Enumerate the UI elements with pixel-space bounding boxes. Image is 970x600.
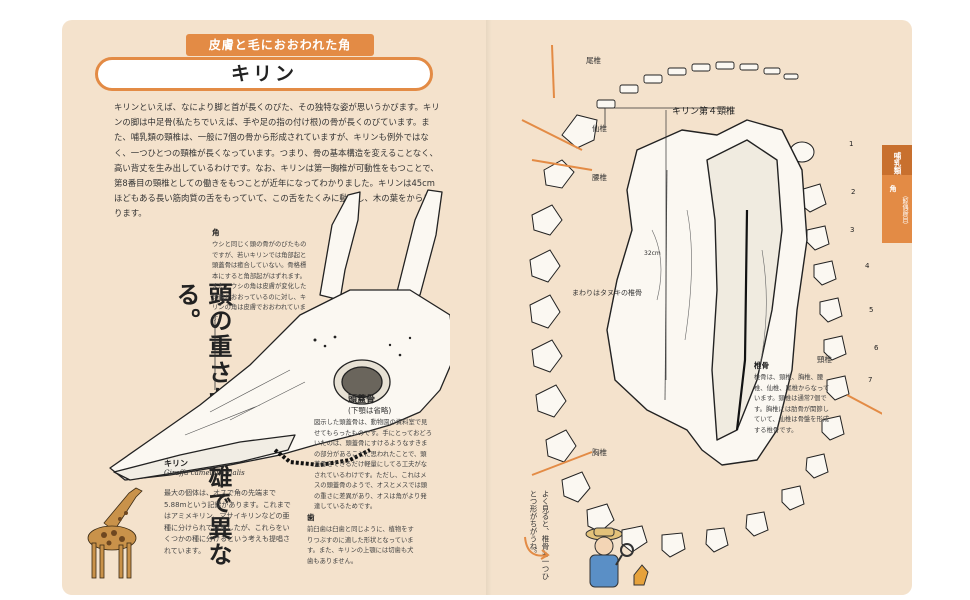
giraffe-illustration [87, 487, 143, 579]
vertebra-title-bracket [604, 107, 735, 128]
page-title: キリン [95, 57, 433, 91]
book-spread: 皮膚と毛におおわれた角 キリン キリンといえば、なにより脚と首が長くのびた、その… [62, 20, 912, 595]
latin-name: Giraffa camelopardalis [164, 469, 245, 477]
curved-arrow-icon [524, 536, 550, 560]
explorer-character-illustration [585, 527, 649, 588]
teeth-note-title: 歯 [307, 513, 315, 522]
seq-number: 4 [865, 262, 870, 270]
animal-label-group: キリン Giraffa camelopardalis [164, 458, 284, 477]
label-tail-vertebrae: 尾椎 [586, 56, 601, 65]
skull-note-text: 図示した頭蓋骨は、動物園の資料室で見せてもらったものです。手にとっておどろいたの… [314, 419, 433, 510]
speech-text: よく見ると、椎骨も一つひとつ形がちがうね。 [529, 490, 550, 580]
dimension-line [665, 110, 667, 380]
giraffe-skull-illustration [109, 189, 450, 481]
category-tag: 皮膚と毛におおわれた角 [186, 34, 374, 56]
seq-number: 5 [869, 306, 874, 314]
side-tab-sub: （鯨偶蹄目） [901, 192, 908, 228]
fourth-cervical-vertebra-illustration [606, 119, 808, 466]
spine-note: 椎骨 椎骨は、頸椎、胸椎、腰椎、仙椎、尾椎からなっています。頸椎は通常7個です。… [754, 360, 832, 436]
seq-number: 2 [851, 188, 856, 196]
side-tab-label: 哺乳類 [893, 152, 902, 175]
side-tab-chapter: 角 [889, 185, 897, 192]
vertebra-title: キリン第４頸椎 [672, 107, 736, 117]
vertebra-ring-illustration [521, 44, 882, 558]
label-thoracic-vertebrae: 胸椎 [592, 448, 607, 457]
skull-label-group: 頭蓋骨 (下顎は省略) [348, 392, 391, 416]
seq-number: 1 [849, 140, 854, 148]
ring-caption: まわりはタヌキの椎骨 [572, 289, 642, 297]
skull-sublabel: (下顎は省略) [348, 406, 392, 415]
label-lumbar-vertebrae: 腰椎 [592, 173, 607, 182]
dimension-label: 32cm [644, 250, 661, 257]
horn-note-title: 角 [212, 228, 220, 237]
animal-note-text: 最大の個体は、オスで角の先端まで5.88mという記録があります。これまではアミメ… [164, 489, 291, 555]
skull-label: 頭蓋骨 [348, 395, 376, 405]
book-gutter [486, 20, 492, 595]
animal-label: キリン [164, 459, 188, 468]
horn-note-text: ウシと同じく頭の骨がのびたものですが、若いキリンでは角部起と頭蓋骨は癒合していな… [212, 241, 307, 322]
seq-number: 6 [874, 344, 879, 352]
spine-note-title: 椎骨 [754, 361, 769, 370]
teeth-note: 歯 前臼歯は臼歯と同じように、植物をすりつぶすのに適した形状となっています。また… [307, 512, 419, 567]
seq-number: 3 [850, 226, 855, 234]
label-sacral-vertebrae: 仙椎 [592, 124, 607, 133]
label-cervical-vertebrae: 頸椎 [817, 355, 832, 364]
teeth-note-text: 前臼歯は臼歯と同じように、植物をすりつぶすのに適した形状となっています。また、キ… [307, 526, 414, 565]
spine-note-text: 椎骨は、頸椎、胸椎、腰椎、仙椎、尾椎からなっています。頸椎は通常7個です。胸椎に… [754, 374, 830, 434]
heading-rule [214, 320, 216, 390]
horn-note: 角 ウシと同じく頭の骨がのびたものですが、若いキリンでは角部起と頭蓋骨は癒合して… [212, 227, 310, 324]
intro-text: キリンといえば、なにより脚と首が長くのびた、その独特な姿が思いうかびます。キリン… [114, 102, 440, 219]
seq-number: 7 [868, 376, 873, 384]
chapter-side-tab-active[interactable] [882, 145, 912, 175]
